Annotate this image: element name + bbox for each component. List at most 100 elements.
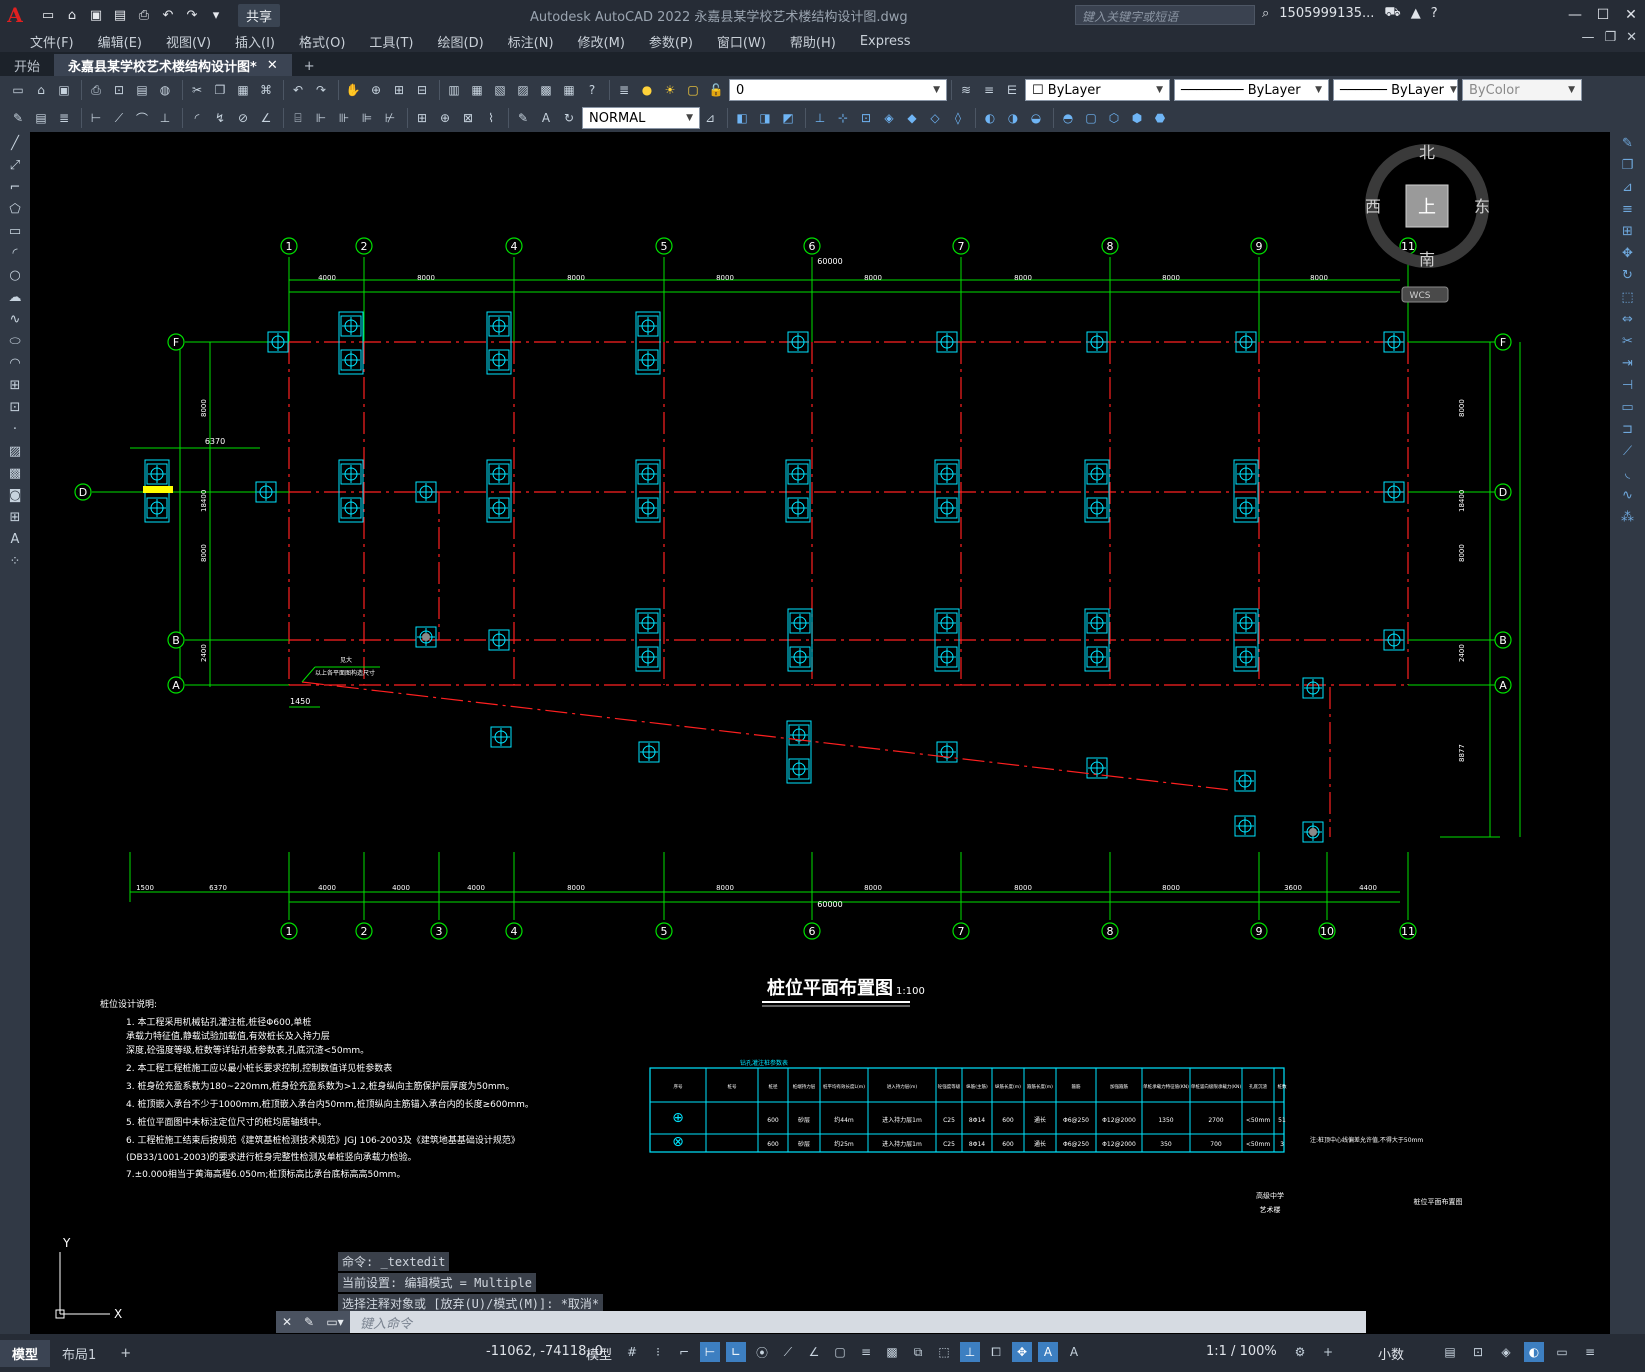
ucs-face-icon[interactable]: ◆ <box>907 111 917 125</box>
menu-format[interactable]: 格式(O) <box>299 35 346 51</box>
minimize-icon[interactable]: — <box>1568 7 1582 23</box>
linear-dim-icon[interactable]: ⊢ <box>90 111 102 125</box>
tab-layout1[interactable]: 布局1 <box>62 1347 97 1363</box>
lightbulb-icon[interactable]: ● <box>641 83 653 97</box>
print-icon[interactable]: ⎙ <box>138 7 150 23</box>
tool-palette-icon[interactable]: ▧ <box>494 83 506 97</box>
viewport-icon[interactable]: ◓ <box>1062 111 1074 125</box>
redo-icon[interactable]: ↷ <box>186 7 198 23</box>
sheetset-icon[interactable]: ▨ <box>517 83 529 97</box>
menu-file[interactable]: 文件(F) <box>30 35 74 51</box>
grid-icon[interactable]: # <box>626 1345 638 1359</box>
menu-edit[interactable]: 编辑(E) <box>97 35 142 51</box>
layer-states-icon[interactable]: ≋ <box>960 83 972 97</box>
menu-parametric[interactable]: 参数(P) <box>648 35 693 51</box>
dim-text-edit-icon[interactable]: A <box>541 111 551 125</box>
rotate-icon[interactable]: ↻ <box>1622 267 1633 283</box>
ellipse-arc-icon[interactable]: ◠ <box>9 355 21 371</box>
dim-edit-icon[interactable]: ✎ <box>517 111 529 125</box>
autocad-logo-icon[interactable]: A <box>7 3 23 27</box>
freeze-icon[interactable]: ▢ <box>687 83 699 97</box>
array-icon[interactable]: ⊞ <box>1622 223 1633 239</box>
save-icon[interactable]: ▣ <box>58 83 70 97</box>
auto-scale-icon[interactable]: A <box>1069 1345 1079 1359</box>
continue-dim-icon[interactable]: ⊪ <box>338 111 350 125</box>
model-space-toggle[interactable]: 模型 <box>586 1348 613 1363</box>
undo-icon[interactable]: ↶ <box>292 83 304 97</box>
ucs-origin-icon[interactable]: ⊹ <box>837 111 849 125</box>
cmd-input-field[interactable]: 键入命令 <box>360 1316 413 1332</box>
make-current-icon[interactable]: ≡ <box>983 83 995 97</box>
cmd-customize-icon[interactable]: ✎ <box>298 1311 320 1333</box>
autodesk-a360-icon[interactable]: ▲ <box>1410 6 1421 21</box>
dimstyle-dropdown[interactable]: NORMAL▼ <box>582 107 700 129</box>
inspect-icon[interactable]: ⊠ <box>462 111 474 125</box>
selection-cycling-icon[interactable]: ⧉ <box>913 1344 923 1359</box>
arc-length-icon[interactable]: ⌒ <box>135 111 148 126</box>
redo-icon[interactable]: ↷ <box>315 83 327 97</box>
doc-restore-icon[interactable]: ❐ <box>1604 30 1617 45</box>
publish-icon[interactable]: ▤ <box>136 83 148 97</box>
space-dim-icon[interactable]: ⊫ <box>361 111 373 125</box>
zoom-previous-icon[interactable]: ⊟ <box>416 83 428 97</box>
color-dropdown[interactable]: ☐ ByLayer▼ <box>1025 79 1170 101</box>
annotation-visibility-icon[interactable]: A <box>1038 1342 1058 1362</box>
isolate-icon[interactable]: ◈ <box>1501 1345 1511 1359</box>
spline-icon[interactable]: ∿ <box>9 311 21 327</box>
open-file-icon[interactable]: ⌂ <box>67 7 77 23</box>
rectangle-icon[interactable]: ▭ <box>8 223 22 239</box>
layer-previous-icon[interactable]: ⋿ <box>1006 83 1018 97</box>
pan-icon[interactable]: ✋ <box>345 83 361 97</box>
construction-line-icon[interactable]: ⤢ <box>9 157 21 173</box>
ordinate-dim-icon[interactable]: ⊥ <box>159 111 171 125</box>
move-icon[interactable]: ✥ <box>1622 245 1633 261</box>
dim-update-icon[interactable]: ↻ <box>563 111 575 125</box>
insert-block-icon[interactable]: ⊞ <box>9 377 21 393</box>
chamfer-icon[interactable]: ⟋ <box>1622 443 1633 459</box>
open-icon[interactable]: ⌂ <box>37 83 45 97</box>
view-left-icon[interactable]: ◩ <box>782 111 794 125</box>
properties-icon[interactable]: ▥ <box>448 83 460 97</box>
coordinate-readout[interactable]: -11062, -74118, 0 <box>486 1344 603 1359</box>
radius-dim-icon[interactable]: ◜ <box>194 111 200 125</box>
visual-style-icon[interactable]: ◐ <box>984 111 996 125</box>
search-icon[interactable]: ⌕ <box>1262 6 1270 21</box>
material-icon[interactable]: ◒ <box>1030 111 1042 125</box>
jogged-dim-icon[interactable]: ↯ <box>214 111 226 125</box>
ucs-3point-icon[interactable]: ◇ <box>930 111 940 125</box>
plotstyle-dropdown[interactable]: ByColor▼ <box>1462 79 1582 101</box>
quick-properties-icon[interactable]: ▤ <box>1444 1345 1456 1359</box>
hardware-accel-icon[interactable]: ◐ <box>1524 1342 1544 1362</box>
snap-icon[interactable]: ⁝ <box>656 1345 660 1359</box>
layer-manager-icon[interactable]: ≣ <box>58 111 70 125</box>
baseline-dim-icon[interactable]: ⊩ <box>315 111 327 125</box>
ucs-object-icon[interactable]: ◈ <box>884 111 894 125</box>
selection-filter-icon[interactable]: ⧠ <box>991 1344 1001 1359</box>
infer-icon[interactable]: ⌐ <box>678 1345 690 1359</box>
polygon-viewport-icon[interactable]: ⬡ <box>1108 111 1120 125</box>
dim-style-icon[interactable]: ⊿ <box>704 111 716 125</box>
3d-osnap-icon[interactable]: ⬚ <box>938 1345 950 1359</box>
undo-icon[interactable]: ↶ <box>162 7 174 23</box>
render-icon[interactable]: ◑ <box>1007 111 1019 125</box>
menu-view[interactable]: 视图(V) <box>165 35 212 51</box>
paste-icon[interactable]: ▦ <box>237 83 249 97</box>
hatch-icon[interactable]: ▨ <box>8 443 22 459</box>
single-viewport-icon[interactable]: ▢ <box>1085 111 1097 125</box>
object-snap-icon[interactable]: ▢ <box>834 1345 846 1359</box>
plus-icon[interactable]: + <box>1322 1345 1334 1359</box>
view-top-icon[interactable]: ◧ <box>736 111 748 125</box>
lineweight-dropdown[interactable]: ────── ByLayer▼ <box>1333 79 1458 101</box>
point-icon[interactable]: · <box>12 421 18 437</box>
dropdown-icon[interactable]: ▾ <box>212 7 220 23</box>
region-icon[interactable]: ◙ <box>8 487 22 503</box>
polyline-icon[interactable]: ⌐ <box>9 179 21 195</box>
user-name[interactable]: 1505999135... <box>1279 6 1375 21</box>
save-icon[interactable]: ▣ <box>89 7 103 23</box>
globe-icon[interactable]: ◍ <box>159 83 171 97</box>
edit-text-icon[interactable]: ✎ <box>12 111 24 125</box>
lineweight-icon[interactable]: ≡ <box>860 1345 872 1359</box>
join-icon[interactable]: ⊐ <box>1622 421 1633 437</box>
break-icon[interactable]: ▭ <box>1621 399 1634 415</box>
blend-icon[interactable]: ∿ <box>1622 487 1633 503</box>
